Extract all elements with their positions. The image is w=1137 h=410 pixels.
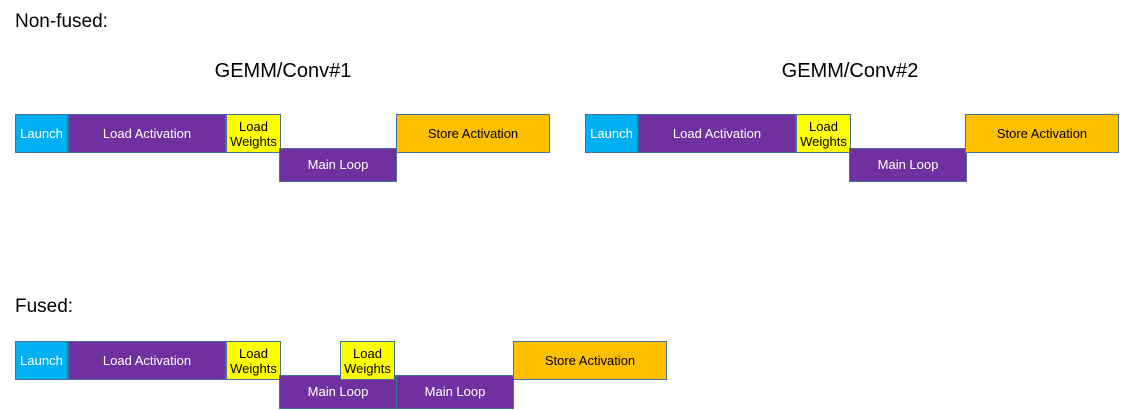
bar-store-activation-kernel-1[interactable]: Store Activation xyxy=(396,114,550,153)
bar-main-loop-fused-1[interactable]: Main Loop xyxy=(279,375,397,409)
kernel-title-gemm-conv-1: GEMM/Conv#1 xyxy=(214,60,352,82)
bar-main-loop-kernel-1[interactable]: Main Loop xyxy=(279,148,397,182)
bar-main-loop-fused-2[interactable]: Main Loop xyxy=(396,375,514,409)
bar-load-weights-fused-2[interactable]: Load Weights xyxy=(340,341,395,380)
bar-launch-kernel-1[interactable]: Launch xyxy=(15,114,68,153)
bar-store-activation-kernel-2[interactable]: Store Activation xyxy=(965,114,1119,153)
bar-load-weights-fused-1[interactable]: Load Weights xyxy=(226,341,281,380)
bar-store-activation-fused[interactable]: Store Activation xyxy=(513,341,667,380)
bar-launch-kernel-2[interactable]: Launch xyxy=(585,114,638,153)
bar-launch-fused[interactable]: Launch xyxy=(15,341,68,380)
bar-load-activation-kernel-2[interactable]: Load Activation xyxy=(638,114,796,153)
bar-load-weights-kernel-2[interactable]: Load Weights xyxy=(796,114,851,153)
bar-load-weights-kernel-1[interactable]: Load Weights xyxy=(226,114,281,153)
bar-load-activation-fused[interactable]: Load Activation xyxy=(68,341,226,380)
section-label-fused: Fused: xyxy=(15,296,74,317)
section-label-non-fused: Non-fused: xyxy=(15,11,108,32)
bar-main-loop-kernel-2[interactable]: Main Loop xyxy=(849,148,967,182)
kernel-title-gemm-conv-2: GEMM/Conv#2 xyxy=(781,60,919,82)
bar-load-activation-kernel-1[interactable]: Load Activation xyxy=(68,114,226,153)
